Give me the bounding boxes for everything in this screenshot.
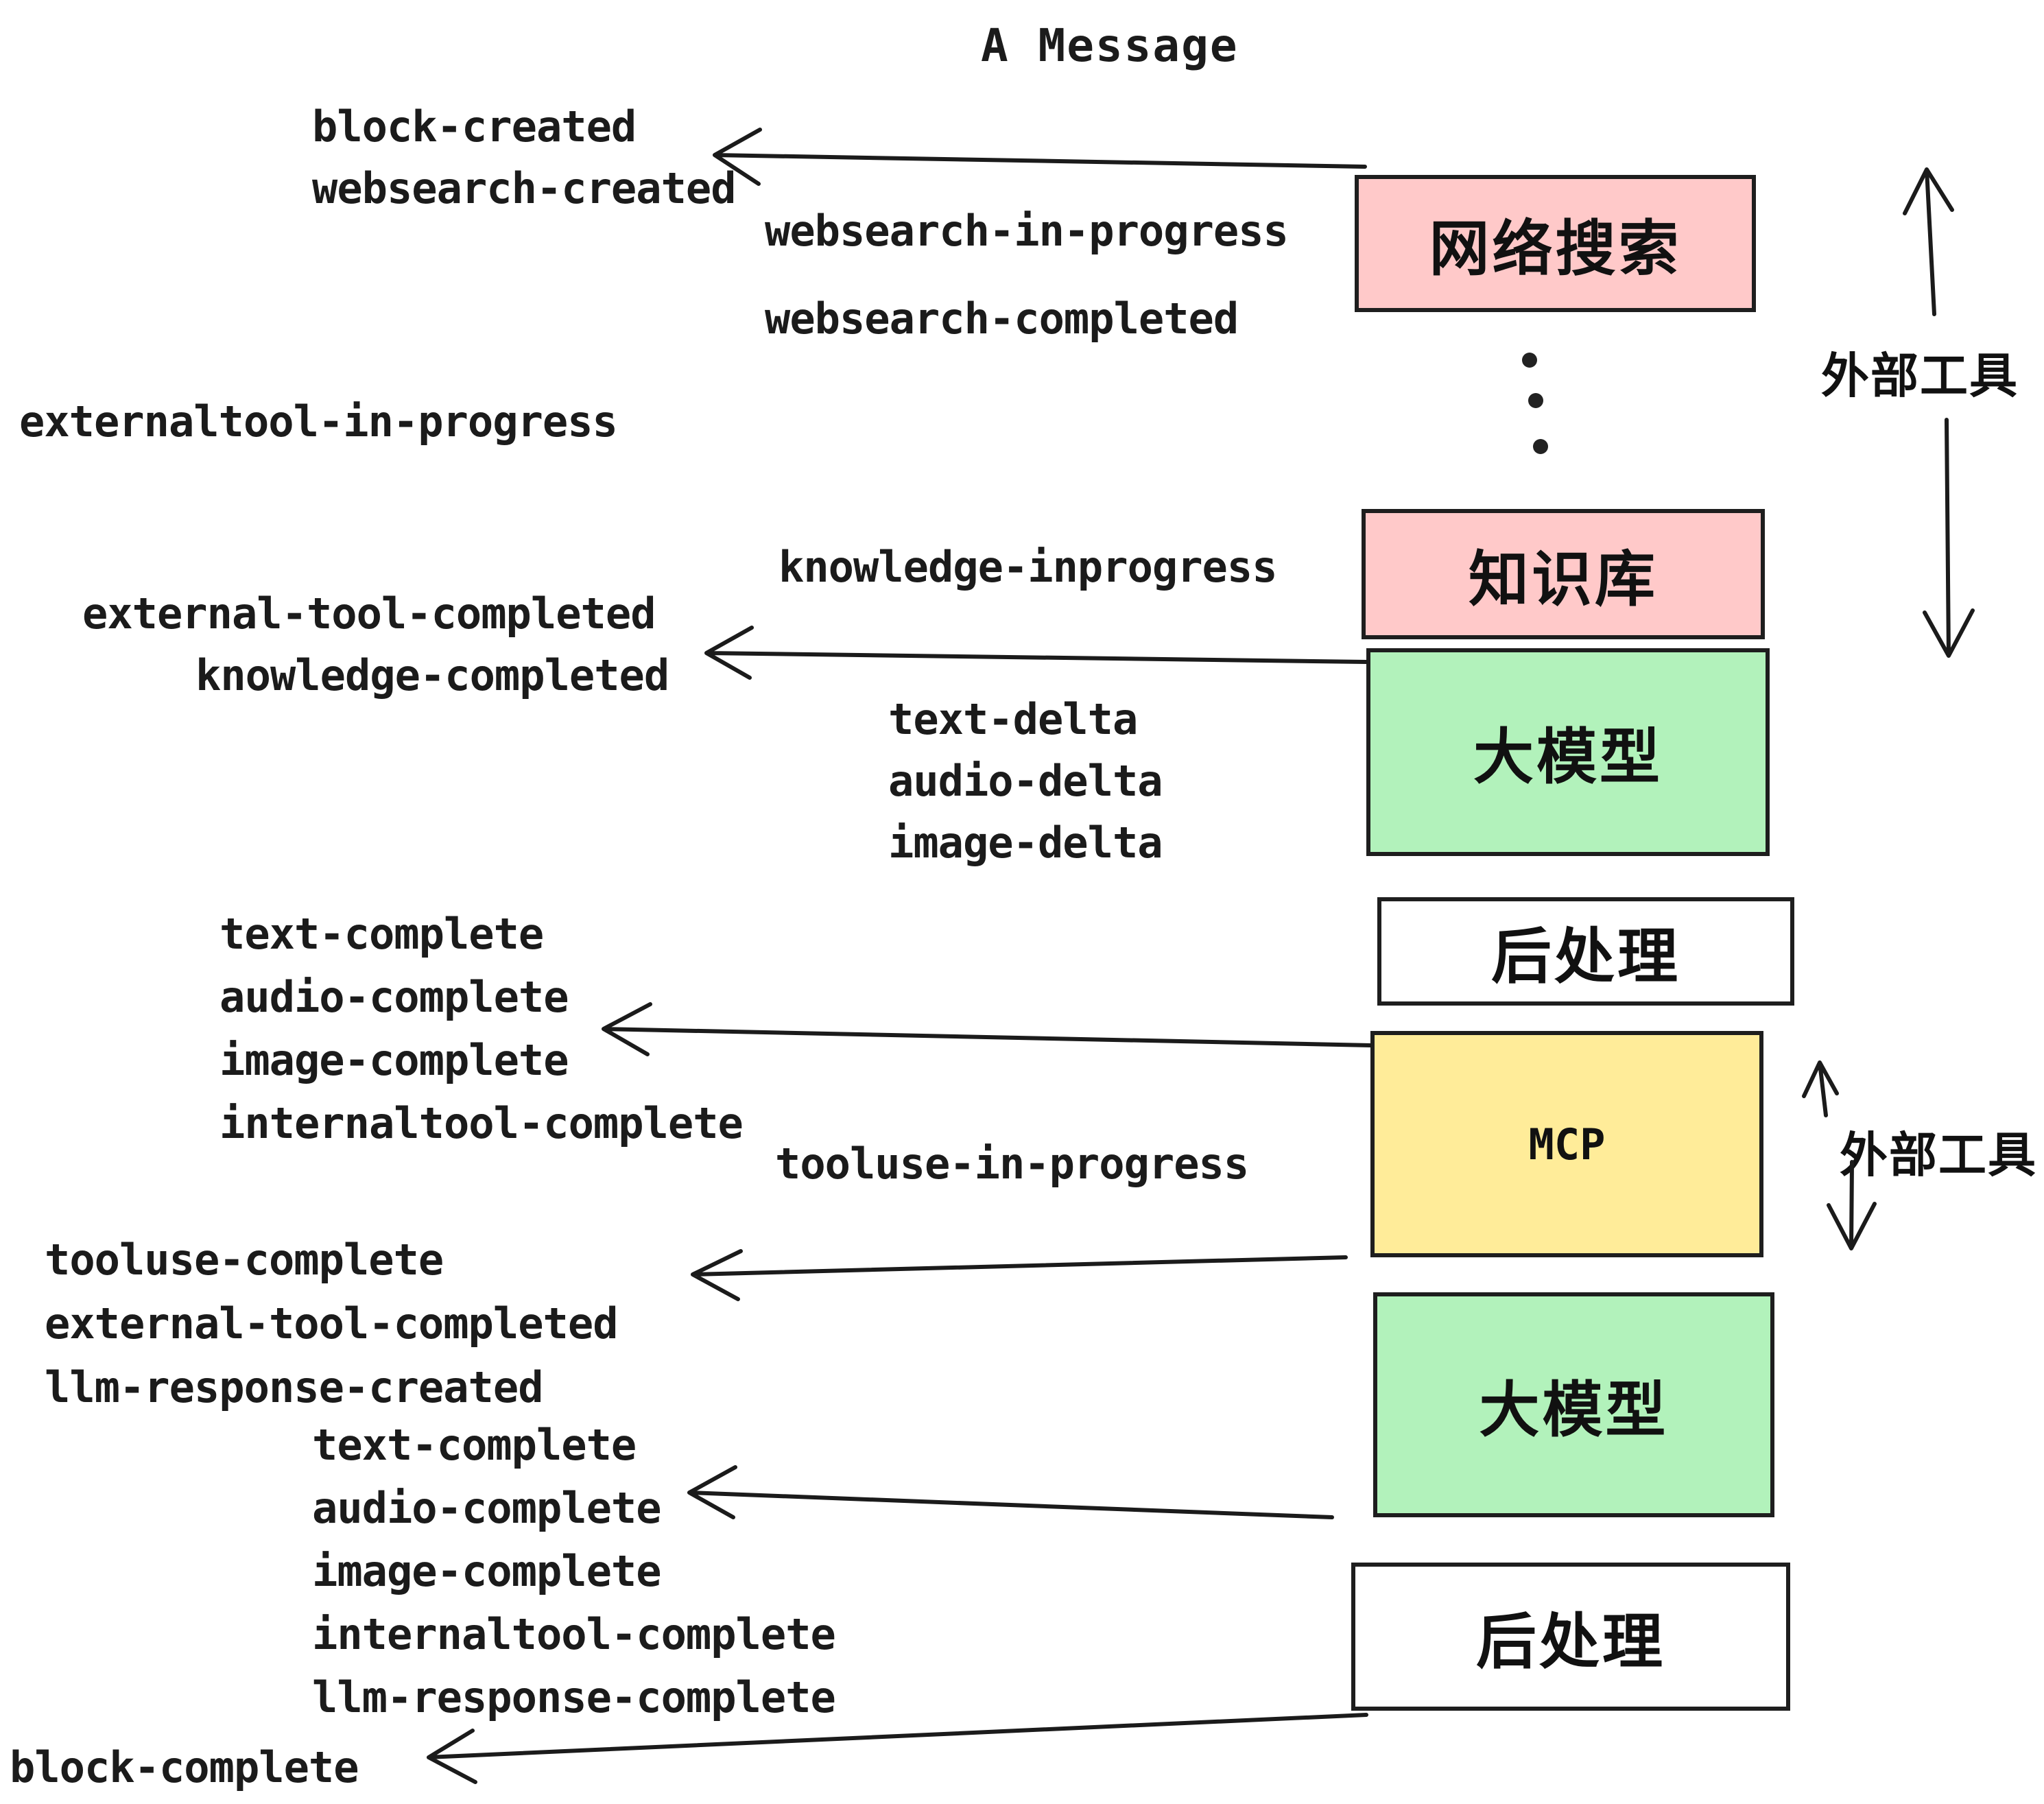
ellipsis-dot [1522,353,1537,368]
event-tooluse-in-progress: tooluse-in-progress [775,1139,1249,1189]
box-mcp: MCP [1370,1031,1763,1257]
event-websearch-created: websearch-created [312,163,737,213]
arrow-external-tools-up-icon [1903,167,1954,316]
event-audio-complete-2: audio-complete [312,1483,662,1533]
event-external-tool-completed-2: external-tool-completed [45,1298,619,1349]
ellipsis-dot [1533,439,1548,454]
event-text-complete-1: text-complete [219,909,544,959]
event-websearch-completed: websearch-completed [765,294,1239,344]
event-llm-response-created: llm-response-created [45,1362,544,1412]
event-knowledge-completed: knowledge-completed [195,650,669,700]
event-externaltool-in-progress: externaltool-in-progress [19,396,618,447]
event-tooluse-complete: tooluse-complete [45,1235,444,1285]
arrow-knowledge-to-completed-icon [704,626,1368,680]
event-block-created: block-created [312,102,637,152]
box-websearch-label: 网络搜索 [1429,214,1682,283]
event-internaltool-complete-2: internaltool-complete [312,1609,836,1659]
event-audio-delta-1: audio-delta [888,756,1163,806]
event-audio-complete-1: audio-complete [219,972,569,1022]
arrow-websearch-to-created-icon [713,128,1367,186]
box-llm-2: 大模型 [1373,1292,1774,1517]
box-websearch: 网络搜索 [1355,175,1756,312]
box-llm-1-label: 大模型 [1473,723,1663,791]
arrow-external-tools-down-icon [1923,418,1975,658]
diagram-title: A Message [981,19,1239,72]
box-post-2-label: 后处理 [1475,1607,1665,1676]
box-llm-2-label: 大模型 [1479,1375,1669,1444]
box-post-1-label: 后处理 [1490,922,1680,990]
external-tools-label-mid: 外部工具 [1840,1128,2037,1182]
event-external-tool-completed-1: external-tool-completed [82,589,656,639]
box-post-2: 后处理 [1351,1563,1790,1711]
event-block-complete: block-complete [10,1742,359,1792]
event-text-delta-1: text-delta [888,694,1138,744]
event-text-complete-2: text-complete [312,1420,637,1470]
box-knowledge: 知识库 [1362,509,1765,639]
arrow-mcp-external-up-icon [1802,1060,1839,1117]
box-mcp-label: MCP [1528,1119,1606,1170]
event-image-complete-1: image-complete [219,1035,569,1085]
event-llm-response-complete: llm-response-complete [312,1672,836,1722]
event-internaltool-complete-1: internaltool-complete [219,1098,744,1148]
box-post-1: 后处理 [1377,897,1794,1006]
event-websearch-in-progress: websearch-in-progress [765,206,1289,256]
event-knowledge-inprogress: knowledge-inprogress [779,542,1278,592]
ellipsis-dot [1528,393,1543,408]
box-llm-1: 大模型 [1366,648,1770,856]
external-tools-label-top: 外部工具 [1821,349,2019,403]
arrow-post1-to-complete-icon [602,1002,1372,1056]
arrow-mcp-to-tooluse-complete-icon [691,1249,1348,1301]
event-image-complete-2: image-complete [312,1546,662,1596]
arrow-llm2-to-audio-complete-icon [687,1465,1334,1519]
event-image-delta-1: image-delta [888,818,1163,868]
box-knowledge-label: 知识库 [1468,545,1658,613]
arrow-post2-to-block-complete-icon [427,1713,1368,1784]
